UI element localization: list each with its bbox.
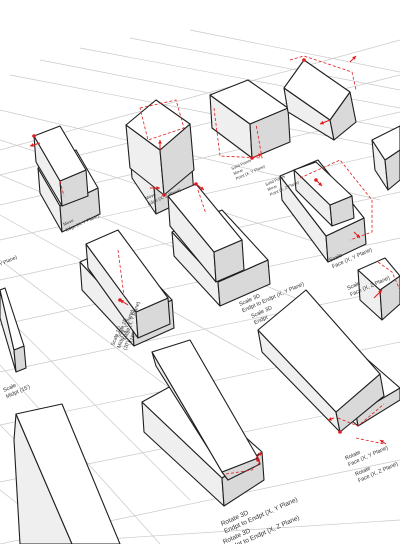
caption-c_left1: Y Plane) [0, 254, 19, 267]
block-rotate-face-upper [257, 289, 385, 433]
grip-point-8 [256, 458, 260, 462]
rotate-face-guide-2 [355, 437, 385, 445]
transform-markers [29, 55, 400, 475]
scale-face-guide [299, 159, 373, 241]
point-arrow-1-head [258, 153, 262, 158]
grid-line [0, 309, 191, 501]
box-top-face [0, 287, 25, 351]
caption-line: Scale [2, 383, 17, 394]
scale-face-xz-guide [377, 261, 400, 291]
caption-line: Scale [346, 281, 361, 292]
scale-1d-guide [117, 249, 125, 297]
move-guide-1 [59, 180, 65, 197]
scale-face-arrow-2-head [356, 234, 360, 238]
caption-line: Move [144, 192, 157, 201]
block-move-edge-xy-upper [33, 125, 89, 207]
grid-line [0, 287, 400, 373]
box-top-face [357, 257, 400, 291]
caption-line: Move [62, 218, 75, 227]
box-top-face [293, 161, 353, 206]
block-scale-midpt-left [0, 287, 27, 373]
block-scale-face-xz [357, 257, 400, 321]
point-arrow-3-head [352, 56, 356, 60]
move-arrow-2-head [158, 140, 162, 144]
move-arrow-3-head [156, 186, 160, 190]
box-top-face [15, 403, 121, 544]
caption-line: Move [233, 167, 245, 176]
box-top-face [283, 59, 351, 121]
box-end-face [13, 345, 27, 373]
rotate-face-arrow-2-head [380, 440, 384, 444]
rotate-3d-guide [225, 461, 261, 475]
box-top-face [85, 229, 169, 313]
box-top-face [125, 99, 191, 151]
box-top-face [257, 289, 381, 413]
block-scale-1d-upper [85, 229, 171, 339]
move-arrow-1-head [30, 143, 34, 147]
scale-3d-arrow-head [200, 186, 204, 190]
point-guide-1 [213, 107, 263, 159]
block-point-xy [209, 79, 291, 159]
grip-point-3 [250, 156, 254, 160]
caption-line: Move [267, 183, 279, 192]
box-top-face [33, 125, 87, 182]
rotate-face-arrow-head [328, 417, 332, 421]
block-scale-3d-upper [167, 183, 245, 283]
scale-1d-arrow-head [120, 300, 124, 304]
block-point-xz [283, 59, 357, 141]
scale-face-xz-arrow-head [378, 290, 382, 294]
move-guide-2 [139, 99, 185, 141]
grid-line [189, 29, 400, 73]
grip-point-9 [338, 430, 342, 434]
caption-line: (15') [128, 332, 137, 344]
box-top-face [151, 339, 259, 473]
block-scale-face-xy-ghost [293, 161, 355, 227]
block-right-edge [371, 125, 400, 191]
block-move-edge-xz-upper [125, 99, 195, 196]
point-arrow-2-head [320, 120, 324, 125]
scale-3d-guide [197, 189, 207, 215]
point-guide-2 [289, 55, 357, 91]
scale-face-arrow-head [318, 182, 322, 186]
grip-point-4 [302, 58, 306, 62]
grip-point-5 [314, 178, 318, 182]
block-models [0, 59, 400, 544]
grip-point-2 [162, 193, 166, 197]
grid-line [129, 37, 400, 91]
box-top-face [371, 125, 400, 161]
caption-line: Endpt [253, 315, 269, 327]
caption-line: (10') [122, 340, 131, 352]
caption-line: Y Plane) [0, 254, 19, 267]
box-top-face [167, 183, 243, 253]
rotate-face-guide [337, 403, 385, 427]
caption-line: Scale [328, 253, 343, 264]
rotate-3d-arrow-head [258, 452, 262, 456]
block-rotate-3d-xy-upper [151, 339, 261, 481]
grip-point-1 [32, 134, 36, 138]
block-rotate-3d-xz [13, 403, 121, 544]
